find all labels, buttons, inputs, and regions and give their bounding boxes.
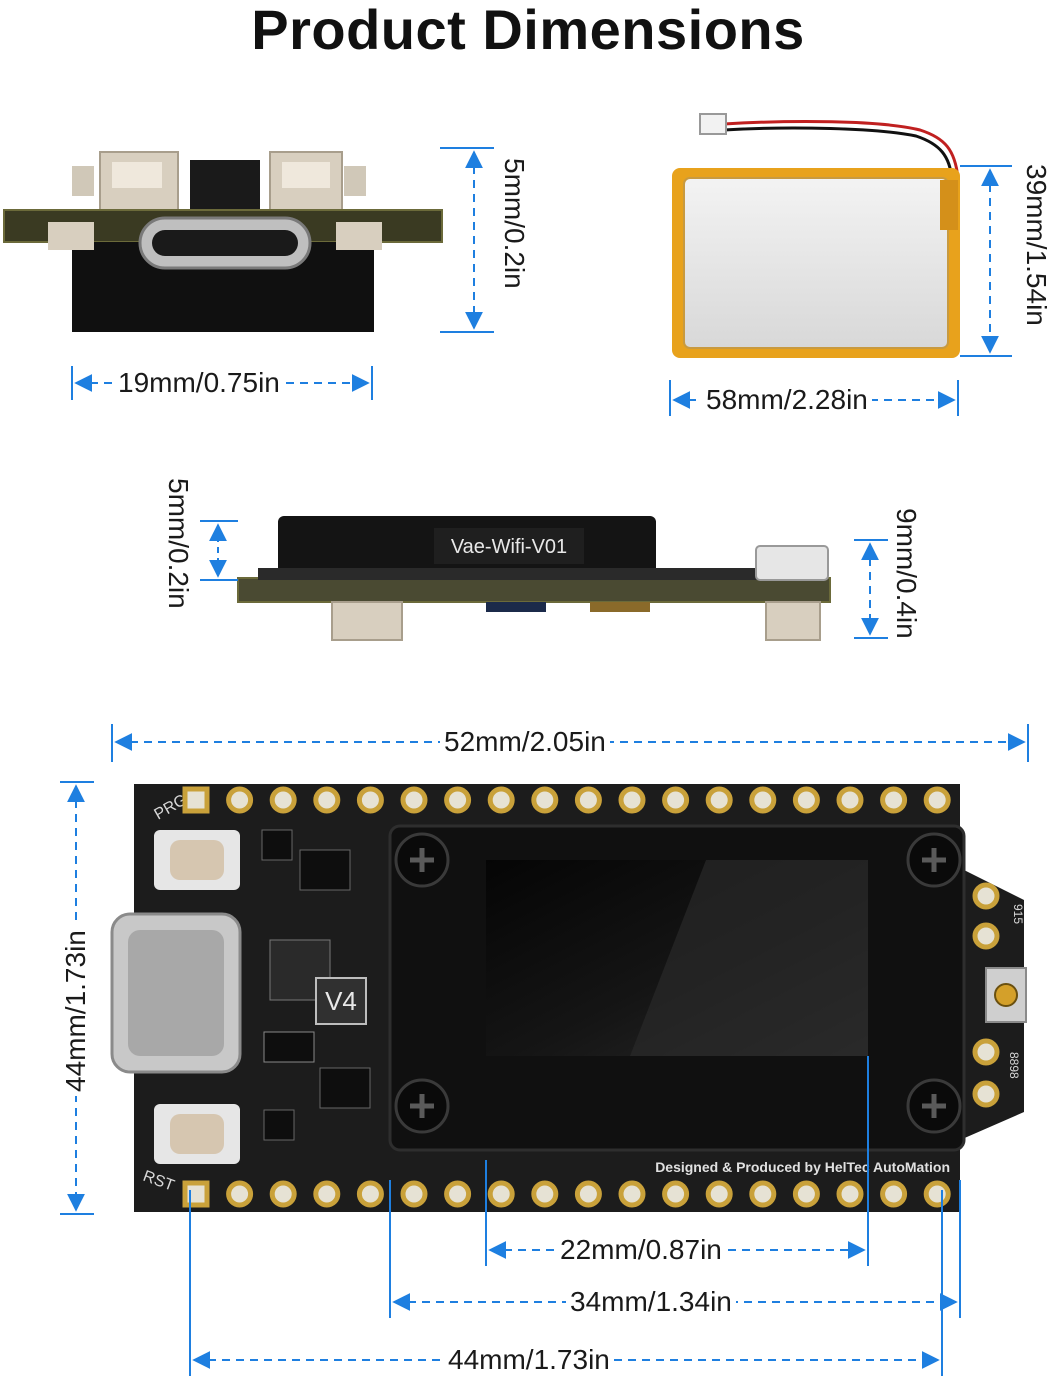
connector-height-label: 5mm/0.2in [498, 154, 530, 293]
header-pin [662, 786, 690, 814]
header-pin [269, 1180, 297, 1208]
pin-span-label: 44mm/1.73in [444, 1344, 614, 1376]
credit-text: Designed & Produced by HelTec AutoMation [655, 1159, 950, 1175]
header-pin [972, 1038, 1000, 1066]
board-length-label: 52mm/2.05in [440, 726, 610, 758]
header-pin [880, 1180, 908, 1208]
header-pin [531, 1180, 559, 1208]
header-pin [749, 1180, 777, 1208]
header-pin [182, 1180, 210, 1208]
board-side-view: Vae-Wifi-V01 [237, 516, 831, 641]
header-pin [182, 786, 210, 814]
header-pin [356, 1180, 384, 1208]
battery-height-label: 39mm/1.54in [1020, 160, 1052, 330]
header-pin [705, 1180, 733, 1208]
header-pins [182, 786, 1000, 1208]
header-pin [705, 786, 733, 814]
header-pin [226, 1180, 254, 1208]
header-pin [972, 922, 1000, 950]
page-title: Product Dimensions [251, 0, 805, 61]
pin-label-top: 915 [1011, 904, 1025, 924]
display-width-label: 34mm/1.34in [566, 1286, 736, 1318]
header-pin [923, 786, 951, 814]
side-left-height-label: 5mm/0.2in [162, 474, 194, 613]
header-pin [487, 786, 515, 814]
header-pin [313, 786, 341, 814]
header-pin [356, 786, 384, 814]
header-pin [618, 786, 646, 814]
header-pin [444, 786, 472, 814]
header-pin [531, 786, 559, 814]
header-pin [972, 882, 1000, 910]
header-pin [792, 786, 820, 814]
header-pin [444, 1180, 472, 1208]
header-pin [836, 786, 864, 814]
header-pin [487, 1180, 515, 1208]
battery-width-label: 58mm/2.28in [702, 384, 872, 416]
header-pin [749, 786, 777, 814]
battery [672, 113, 960, 358]
board-top-view: V4 PRG RST 915 8898 Designed & Produced … [110, 784, 1027, 1212]
header-pin [400, 1180, 428, 1208]
header-pin [574, 1180, 602, 1208]
module-label: Vae-Wifi-V01 [451, 536, 567, 558]
screen-width-label: 22mm/0.87in [556, 1234, 726, 1266]
header-pin [923, 1180, 951, 1208]
header-pin [574, 786, 602, 814]
pin-label-bottom: 8898 [1007, 1052, 1021, 1079]
header-pin [226, 786, 254, 814]
header-pin [618, 1180, 646, 1208]
header-pin [880, 786, 908, 814]
header-pin [313, 1180, 341, 1208]
side-right-height-label: 9mm/0.4in [890, 504, 922, 643]
header-pin [662, 1180, 690, 1208]
version-label: V4 [325, 986, 357, 1016]
header-pin [792, 1180, 820, 1208]
header-pin [972, 1080, 1000, 1108]
header-pin [836, 1180, 864, 1208]
header-pin [400, 786, 428, 814]
connector-width-label: 19mm/0.75in [114, 367, 284, 399]
connector-end-view [3, 151, 443, 332]
board-height-label: 44mm/1.73in [60, 926, 92, 1096]
header-pin [269, 786, 297, 814]
